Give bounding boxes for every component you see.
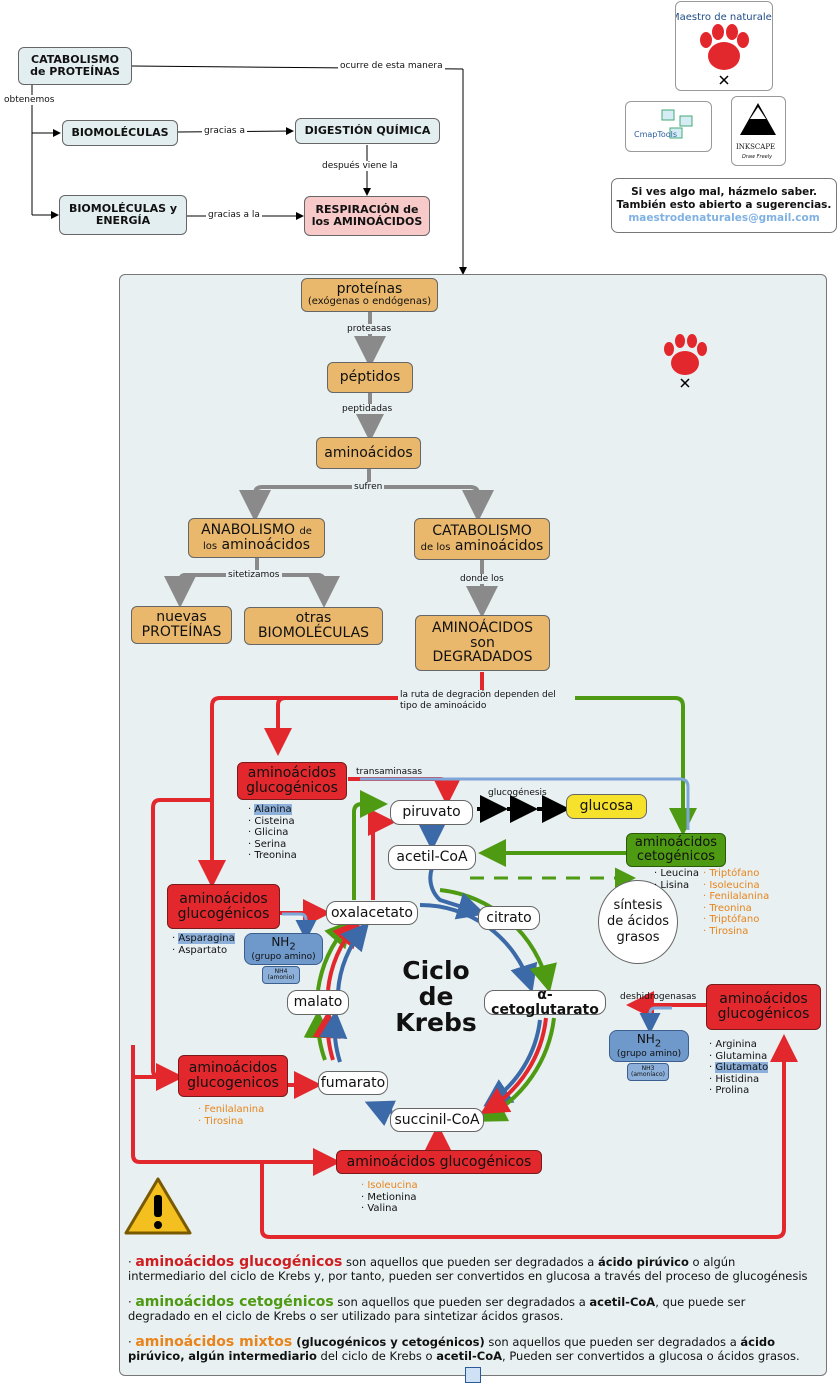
g1-list: · Alanina · Cisteina · Glicina · Serina …: [248, 804, 297, 861]
cet-list: · Leucina · Lisina: [654, 868, 699, 891]
anabolismo-node: ANABOLISMO de los aminoácidos: [188, 518, 325, 558]
logo-lettering: Maestro de naturales: [676, 12, 772, 23]
biomoleculas-node: BIOMOLÉCULAS: [62, 120, 178, 146]
paw-logo-icon: Maestro de naturales: [671, 12, 777, 85]
nuevas-proteinas-node: nuevas PROTEÍNAS: [131, 606, 232, 644]
g3-list: · Arginina · Glutamina · Glutamato · His…: [709, 1039, 769, 1096]
cmaptools-text: CmapTools: [634, 130, 678, 139]
sitetizamos-label: sitetizamos: [226, 570, 282, 580]
aminoacidos-node: aminoácidos: [316, 437, 421, 469]
nh4-node: NH4 (amonio): [262, 966, 300, 984]
g4-mixed-list: · Fenilalanina · Tirosina: [198, 1104, 265, 1127]
deshidrogenasas-label: deshidrogenasas: [620, 992, 697, 1002]
inkscape-subtext: Draw Freely: [742, 154, 773, 160]
otras-biomoleculas-node: otras BIOMOLÉCULAS: [244, 607, 383, 645]
degradados-node: AMINOÁCIDOS son DEGRADADOS: [415, 615, 550, 671]
glucogenicos-node-1: aminoácidos glucogénicos: [237, 762, 347, 800]
fumarato-node: fumarato: [318, 1071, 388, 1095]
cet-mixed-list: · Triptófano · Isoleucina · Fenilalanina…: [703, 868, 770, 937]
sintesis-node: síntesis de ácidos grasos: [598, 880, 678, 964]
respiracion-node: RESPIRACIÓN de los AMINOÁCIDOS: [304, 196, 430, 236]
piruvato-node: piruvato: [390, 800, 473, 825]
obtenemos-label: obtenemos: [2, 95, 57, 105]
image-icon[interactable]: [465, 1367, 481, 1383]
donde-los-label: donde los: [458, 574, 506, 584]
sufren-label: sufren: [352, 482, 385, 492]
cmaptools-logo: CmapTools: [625, 101, 712, 152]
inkscape-icon: [740, 103, 776, 135]
maestro-logo-small: [640, 313, 730, 393]
email-link[interactable]: maestrodenaturales@gmail.com: [628, 212, 820, 224]
biomoleculas-energia-node: BIOMOLÉCULAS y ENERGÍA: [59, 195, 187, 235]
acetilcoa-node: acetil-CoA: [388, 845, 476, 870]
glucogenicos-node-5: aminoácidos glucogénicos: [336, 1150, 542, 1174]
glucogenesis-label: glucogénesis: [488, 788, 547, 798]
note-cetogenicos: · aminoácidos cetogénicos son aquellos q…: [128, 1294, 746, 1323]
nh2-node-right: NH2 (grupo amino): [609, 1030, 689, 1062]
gracias-a-la-label: gracias a la: [206, 210, 262, 220]
glucogenicos-node-2: aminoácidos glucogénicos: [167, 884, 280, 929]
nh2-node-left: NH2 (grupo amino): [244, 933, 323, 965]
paw-logo-small-icon: [664, 334, 707, 388]
note-mixtos: · aminoácidos mixtos (glucogénicos y cet…: [128, 1334, 800, 1363]
nh3-node: NH3 (amoníaco): [627, 1063, 669, 1081]
glucogenicos-node-3: aminoácidos glucogénicos: [706, 984, 821, 1030]
ocurre-label: ocurre de esta manera: [338, 61, 445, 71]
cetoglutarato-node: α-cetoglutarato: [484, 987, 606, 1017]
citrato-node: citrato: [478, 906, 540, 930]
note-glucogenicos: · aminoácidos glucogénicos son aquellos …: [128, 1254, 808, 1283]
glucosa-node: glucosa: [566, 794, 647, 819]
g2-list: · Asparagina · Aspartato: [172, 933, 235, 956]
cmaptools-icon: [661, 109, 693, 139]
glucogenicos-node-4: aminoácidos glucogenicos: [178, 1055, 288, 1097]
catabolismo-node: CATABOLISMO de los aminoácidos: [414, 518, 550, 560]
digestion-quimica-node: DIGESTIÓN QUÍMICA: [295, 118, 440, 144]
peptidos-node: péptidos: [327, 362, 413, 393]
proteinas-node: proteínas (exógenas o endógenas): [301, 278, 438, 312]
feedback-box: Si ves algo mal, házmelo saber. También …: [611, 178, 837, 233]
succinilcoa-node: succinil-CoA: [390, 1108, 484, 1132]
proteasas-label: proteasas: [345, 324, 394, 334]
main-panel: [119, 274, 827, 1376]
inkscape-logo: INKSCAPE Draw Freely: [731, 96, 786, 166]
maestro-logo: Maestro de naturales: [671, 1, 777, 91]
warning-icon: [124, 1177, 192, 1235]
despues-label: después viene la: [320, 161, 400, 171]
malato-node: malato: [287, 990, 349, 1015]
inkscape-text: INKSCAPE: [736, 143, 776, 151]
gracias-a-label: gracias a: [202, 126, 247, 136]
cetogenicos-node: aminoácidos cetogénicos: [626, 833, 726, 867]
peptidadas-label: peptidadas: [340, 404, 395, 414]
g5-list: · Isoleucina · Metionina · Valina: [361, 1180, 418, 1214]
oxalacetato-node: oxalacetato: [326, 901, 418, 925]
catabolismo-proteinas-node: CATABOLISMO de PROTEÍNAS: [18, 47, 132, 85]
transaminasas-label: transaminasas: [356, 767, 423, 777]
krebs-title: Ciclo de Krebs: [395, 956, 477, 1037]
ruta-label: la ruta de degración dependen del tipo d…: [398, 690, 558, 712]
